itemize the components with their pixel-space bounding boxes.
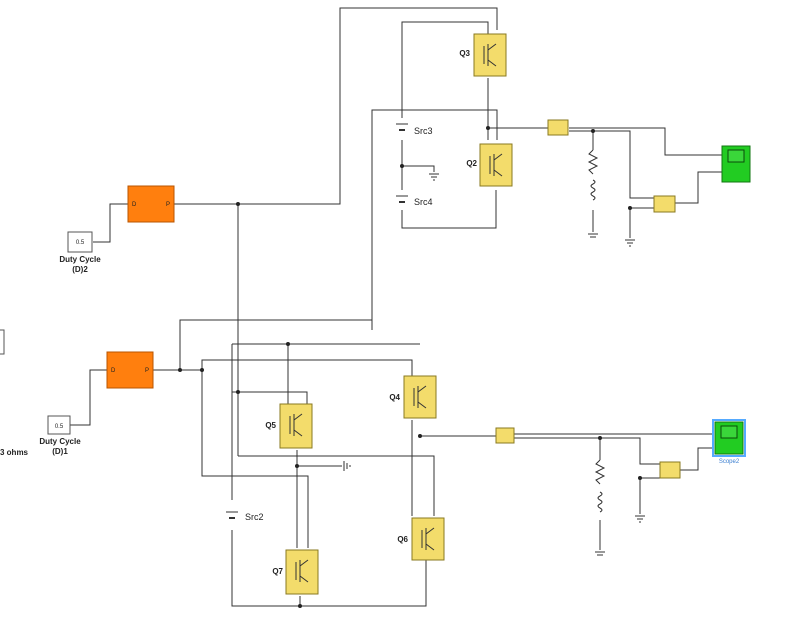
scope-top[interactable] xyxy=(721,145,751,183)
voltage-measurement-bottom[interactable] xyxy=(659,461,681,479)
top-circuit-wires xyxy=(93,7,722,456)
svg-text:D: D xyxy=(111,368,116,374)
svg-text:Src3: Src3 xyxy=(414,126,433,136)
igbt-q4[interactable]: Q4 xyxy=(389,375,437,419)
duty-cycle-1-block[interactable]: 0.5 Duty Cycle (D)1 xyxy=(39,415,81,456)
pwm-generator-2[interactable]: D P xyxy=(127,185,175,223)
svg-text:P: P xyxy=(166,202,170,208)
svg-text:Q3: Q3 xyxy=(459,49,470,58)
voltage-measurement-top[interactable] xyxy=(653,195,676,213)
current-measurement-bottom[interactable] xyxy=(495,427,515,444)
svg-text:Duty Cycle: Duty Cycle xyxy=(39,437,81,446)
src4-dc-source[interactable]: Src4 xyxy=(396,195,433,207)
rl-load-bottom[interactable] xyxy=(594,459,606,513)
igbt-q6[interactable]: Q6 xyxy=(397,517,445,561)
svg-text:Q2: Q2 xyxy=(466,159,477,168)
svg-text:(D)2: (D)2 xyxy=(72,265,88,274)
svg-text:Src4: Src4 xyxy=(414,197,433,207)
svg-text:Duty Cycle: Duty Cycle xyxy=(59,255,101,264)
igbt-q2[interactable]: Q2 xyxy=(466,143,513,187)
igbt-q3[interactable]: Q3 xyxy=(459,33,507,77)
svg-text:Q7: Q7 xyxy=(272,567,283,576)
junction-dots xyxy=(178,126,642,608)
src3-dc-source[interactable]: Src3 xyxy=(396,123,433,136)
ground-symbols xyxy=(343,173,645,556)
svg-text:Q6: Q6 xyxy=(397,535,408,544)
scope2[interactable]: Scope2 xyxy=(712,419,746,465)
svg-text:0.5: 0.5 xyxy=(76,240,85,246)
src2-dc-source[interactable]: Src2 xyxy=(226,511,264,522)
svg-text:Q5: Q5 xyxy=(265,421,276,430)
pwm-generator-1[interactable]: D P xyxy=(106,351,154,389)
svg-text:(D)1: (D)1 xyxy=(52,447,68,456)
svg-text:3 ohms: 3 ohms xyxy=(0,448,29,457)
igbt-q5[interactable]: Q5 xyxy=(265,403,313,449)
duty-cycle-2-block[interactable]: 0.5 Duty Cycle (D)2 xyxy=(59,231,101,274)
svg-text:P: P xyxy=(145,368,149,374)
current-measurement-top[interactable] xyxy=(547,119,569,136)
load-block-partial[interactable]: 3 ohms xyxy=(0,329,29,457)
svg-text:0.5: 0.5 xyxy=(55,424,64,430)
igbt-q7[interactable]: Q7 xyxy=(272,549,319,595)
svg-text:D: D xyxy=(132,202,137,208)
svg-text:Scope2: Scope2 xyxy=(719,459,740,465)
bottom-circuit-wires xyxy=(68,319,714,607)
svg-text:Q4: Q4 xyxy=(389,393,400,402)
svg-text:Src2: Src2 xyxy=(245,512,264,522)
rl-load-top[interactable] xyxy=(587,149,599,201)
